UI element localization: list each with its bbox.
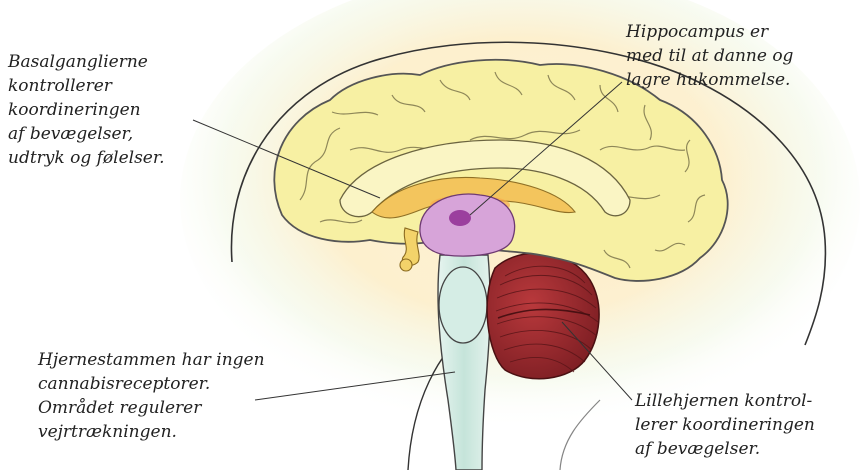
cerebellum [487,253,599,379]
basal-ganglia-label-line: udtryk og følelser. [8,146,165,170]
hippocampus-label-line: Hippocampus er [626,20,793,44]
hippocampus [420,194,515,256]
basal-ganglia-label: Basalganglierne kontrollerer koordinerin… [8,50,165,170]
pons [439,267,487,343]
cerebellum-label-line: af bevægelser. [635,437,815,461]
cerebellum-label-line: Lillehjernen kontrol- [635,389,815,413]
hippocampus-core [449,210,471,226]
brainstem-label-line: Området regulerer [38,396,265,420]
basal-ganglia-label-line: Basalganglierne [8,50,165,74]
cerebellum-label: Lillehjernen kontrol- lerer koordinering… [635,389,815,461]
basal-ganglia-label-line: af bevægelser, [8,122,165,146]
basal-ganglia-label-line: koordineringen [8,98,165,122]
brainstem-label-line: Hjernestammen har ingen [38,348,265,372]
brainstem-label: Hjernestammen har ingen cannabisreceptor… [38,348,265,444]
hippocampus-label-line: med til at danne og [626,44,793,68]
basal-ganglia-label-line: kontrollerer [8,74,165,98]
pituitary-tip [400,259,412,271]
hippocampus-label: Hippocampus er med til at danne og lagre… [626,20,793,92]
hippocampus-label-line: lagre hukommelse. [626,68,793,92]
cerebellum-label-line: lerer koordineringen [635,413,815,437]
brainstem-label-line: vejrtrækningen. [38,420,265,444]
brainstem-label-line: cannabisreceptorer. [38,372,265,396]
